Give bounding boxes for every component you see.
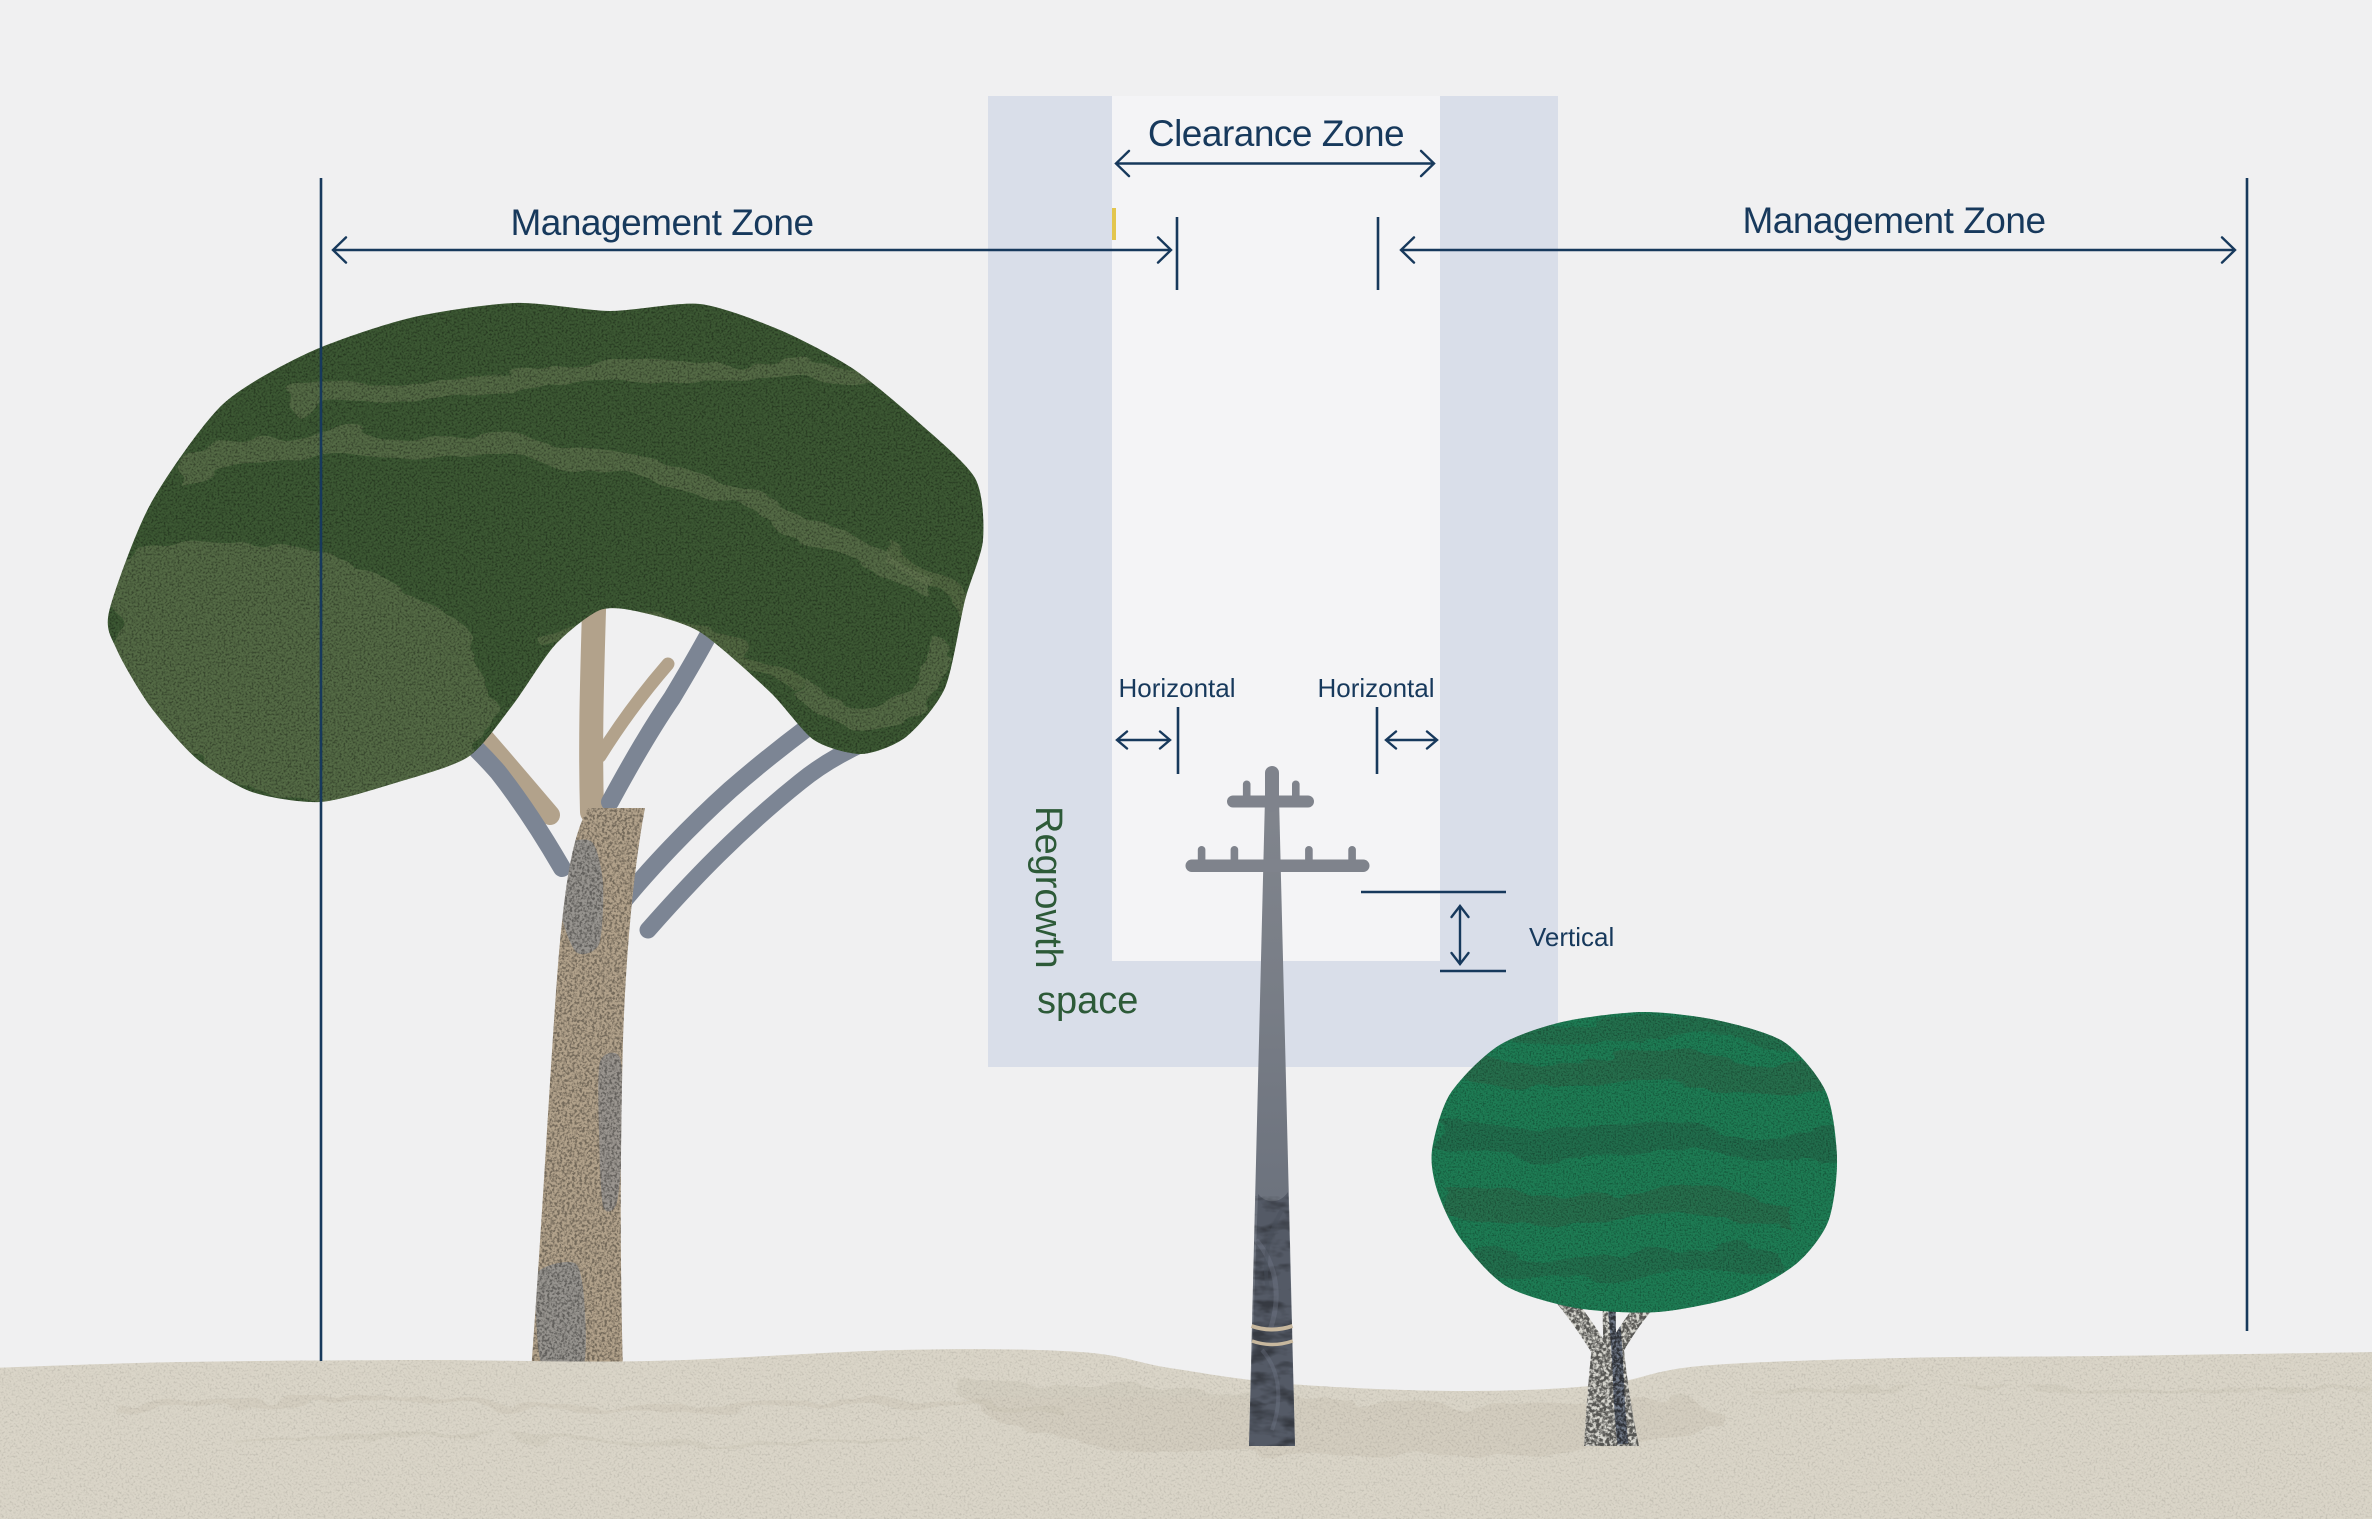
svg-text:space: space: [1037, 980, 1138, 1022]
svg-text:Clearance Zone: Clearance Zone: [1148, 113, 1404, 154]
svg-text:Horizontal: Horizontal: [1118, 673, 1235, 703]
svg-text:Regrowth: Regrowth: [1027, 806, 1069, 969]
svg-text:Management Zone: Management Zone: [1742, 200, 2045, 241]
svg-text:Management Zone: Management Zone: [510, 202, 813, 243]
svg-text:Vertical: Vertical: [1529, 922, 1614, 952]
svg-text:Horizontal: Horizontal: [1317, 673, 1434, 703]
